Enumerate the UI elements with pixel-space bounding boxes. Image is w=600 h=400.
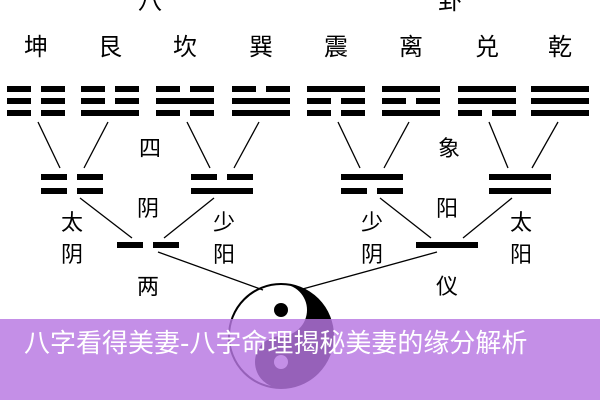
trigram-line-bottom-yin-right <box>190 110 214 116</box>
digram-line-bottom-yin-left <box>341 188 367 194</box>
taiji-dot-dark <box>274 303 288 317</box>
trigram-line-middle-yang <box>531 98 589 104</box>
trigram-line-middle-yin-right <box>416 98 440 104</box>
trigram-line-middle-yang <box>156 98 214 104</box>
digram-line-bottom-yin-right <box>77 188 103 194</box>
trigram-line-bottom-yang <box>232 110 290 116</box>
digram-name: 阴 <box>361 243 383 268</box>
top-heading-char: 八 <box>138 0 162 15</box>
banner-title: 八字看得美妻-八字命理揭秘美妻的缘分解析 <box>24 329 528 359</box>
trigram-line-middle-yang <box>458 98 516 104</box>
connector-line <box>462 197 513 239</box>
trigram-line-bottom-yin-left <box>156 110 180 116</box>
trigram-line-top-yin-left <box>156 86 180 92</box>
trigram-name: 坎 <box>173 33 197 61</box>
connector-line <box>531 121 559 169</box>
trigram-line-bottom-yin-left <box>307 110 331 116</box>
trigram-line-top-yin-right <box>190 86 214 92</box>
monogram-line-yin-left <box>117 242 143 248</box>
trigram-line-top-yang <box>458 86 516 92</box>
connector-line <box>337 121 361 169</box>
trigram-line-middle-yang <box>232 98 290 104</box>
digram-line-bottom-yang <box>191 188 253 194</box>
trigram-line-middle-yin-right <box>341 98 365 104</box>
connector-line <box>186 121 211 169</box>
four-images-label: 四 <box>139 137 161 162</box>
digram-name: 少 <box>361 211 383 236</box>
taiji-connector <box>298 251 438 291</box>
trigram-name: 艮 <box>98 33 122 61</box>
four-images-label: 象 <box>438 137 460 162</box>
trigram-line-middle-yin-left <box>81 98 105 104</box>
digram-name: 阴 <box>61 243 83 268</box>
connector-line <box>37 121 61 169</box>
connector-line <box>383 121 410 169</box>
connector-line <box>79 197 133 239</box>
connector-line <box>83 121 109 169</box>
two-forms-label: 两 <box>137 275 159 300</box>
digram-line-bottom-yin-left <box>41 188 67 194</box>
trigram-line-top-yin-right <box>41 86 65 92</box>
title-banner: 八字看得美妻-八字命理揭秘美妻的缘分解析 <box>0 319 600 400</box>
digram-name: 太 <box>510 211 532 236</box>
trigram-line-top-yang <box>531 86 589 92</box>
trigram-name: 坤 <box>24 33 48 61</box>
trigram-line-middle-yin-right <box>115 98 139 104</box>
trigram-line-bottom-yin-right <box>341 110 365 116</box>
digram-line-bottom-yin-right <box>377 188 403 194</box>
monogram-line-yang <box>416 242 478 248</box>
digram-line-top-yin-left <box>41 174 67 180</box>
trigram-line-bottom-yin-right <box>41 110 65 116</box>
trigram-name: 离 <box>399 33 423 61</box>
top-heading-char: 卦 <box>438 0 462 15</box>
trigram-line-bottom-yang <box>81 110 139 116</box>
digram-name: 阳 <box>510 243 532 268</box>
trigram-line-bottom-yang <box>531 110 589 116</box>
digram-line-bottom-yang <box>489 188 551 194</box>
digram-line-top-yang <box>341 174 403 180</box>
digram-line-top-yang <box>489 174 551 180</box>
trigram-line-top-yin-left <box>7 86 31 92</box>
trigram-name: 震 <box>324 33 348 61</box>
trigram-line-bottom-yang <box>382 110 440 116</box>
trigram-line-top-yin-right <box>266 86 290 92</box>
digram-name: 太 <box>61 211 83 236</box>
connector-line <box>233 121 260 169</box>
trigram-line-top-yin-left <box>232 86 256 92</box>
two-forms-label: 仪 <box>436 275 458 300</box>
monogram-line-yin-right <box>153 242 179 248</box>
trigram-line-middle-yin-left <box>382 98 406 104</box>
trigram-line-middle-yin-left <box>7 98 31 104</box>
digram-name: 阳 <box>213 243 235 268</box>
trigram-line-bottom-yin-left <box>7 110 31 116</box>
monogram-name: 阳 <box>436 197 458 222</box>
trigram-name: 兑 <box>475 33 499 61</box>
trigram-name: 乾 <box>548 33 572 61</box>
trigram-line-bottom-yin-left <box>458 110 482 116</box>
trigram-line-middle-yin-left <box>307 98 331 104</box>
digram-line-top-yin-right <box>77 174 103 180</box>
connector-line <box>488 121 509 169</box>
connector-line <box>163 197 215 239</box>
trigram-name: 巽 <box>249 33 273 61</box>
trigram-line-top-yang <box>382 86 440 92</box>
digram-name: 少 <box>213 211 235 236</box>
trigram-line-middle-yin-right <box>41 98 65 104</box>
connector-line <box>379 197 432 239</box>
taiji-connector <box>157 251 264 291</box>
trigram-line-top-yin-right <box>115 86 139 92</box>
digram-line-top-yin-right <box>227 174 253 180</box>
trigram-line-top-yang <box>307 86 365 92</box>
trigram-line-bottom-yin-right <box>492 110 516 116</box>
digram-line-top-yin-left <box>191 174 217 180</box>
trigram-line-top-yin-left <box>81 86 105 92</box>
monogram-name: 阴 <box>137 197 159 222</box>
